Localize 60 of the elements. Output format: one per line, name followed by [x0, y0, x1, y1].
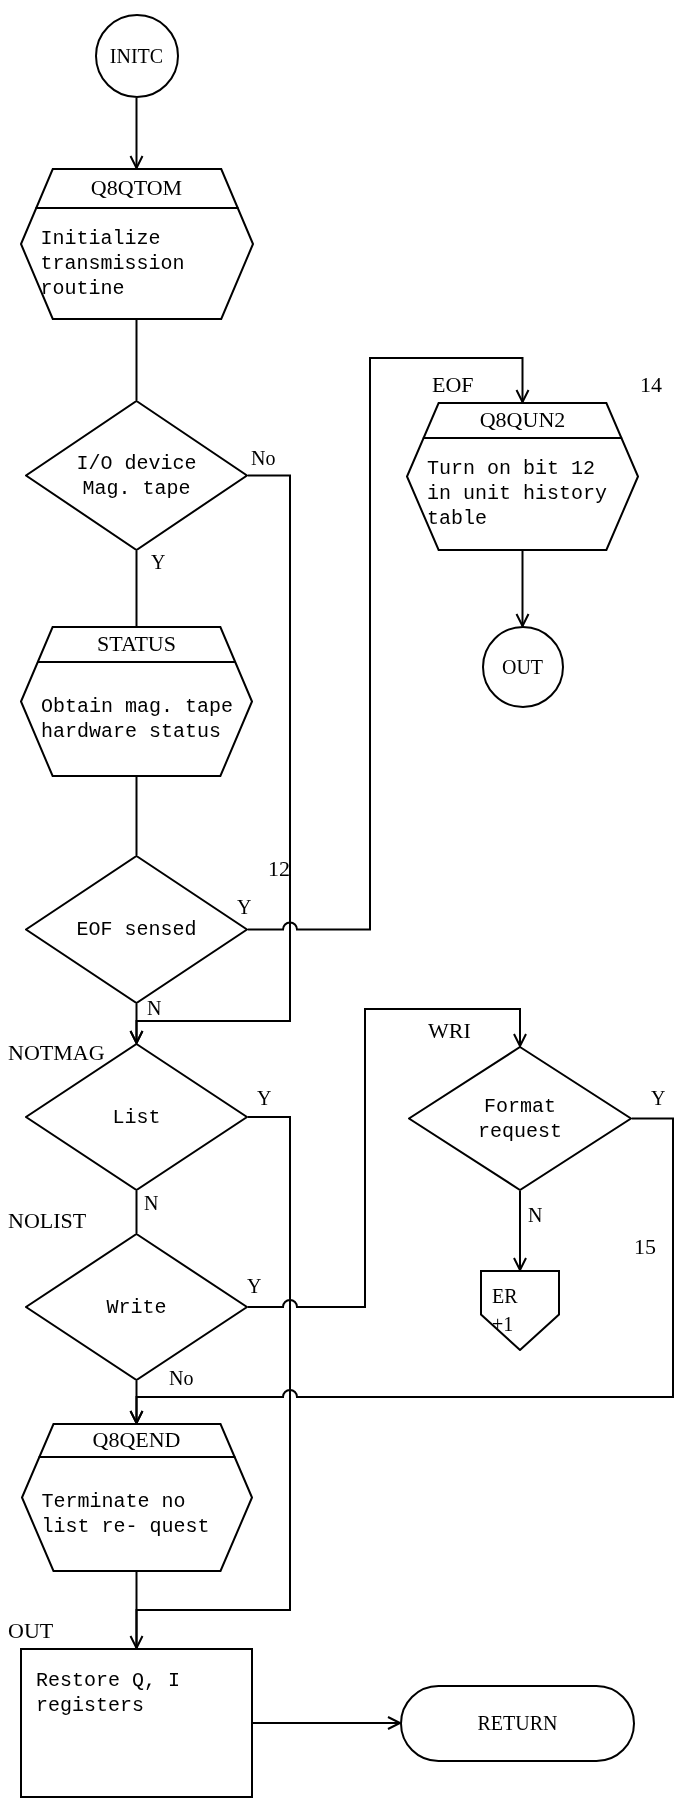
node-text: Obtain mag. tape hardware status [40, 693, 234, 744]
node-text: RETURN [477, 1713, 558, 1733]
flow-line [135, 550, 138, 627]
node-heading: Q8QEND [92, 1429, 181, 1451]
decision-diamond [408, 1046, 632, 1191]
flow-arrow [252, 1716, 401, 1730]
node-text: ER +1 [492, 1284, 519, 1337]
entry-label: NOTMAG [8, 1042, 105, 1064]
process-hexagon [20, 1423, 253, 1572]
node-text: Turn on bit 12 in unit history table [426, 456, 608, 531]
node-text: Format request [477, 1093, 563, 1144]
node-text: OUT [501, 657, 544, 677]
process-box [20, 1648, 253, 1798]
node-heading: STATUS [97, 633, 176, 655]
flow-arrow [513, 1190, 527, 1271]
flow-arrow [247, 357, 530, 931]
node-text: INITC [109, 46, 164, 66]
node-text: Write [106, 1294, 167, 1320]
flow-line [135, 776, 138, 856]
node-text: List [112, 1104, 161, 1130]
decision-diamond [25, 400, 248, 551]
node-text: Initialize transmission routine [40, 225, 186, 301]
process-hexagon [406, 402, 639, 551]
node-text: I/O device Mag. tape [75, 450, 198, 501]
flow-line [135, 1190, 138, 1234]
flow-line [135, 319, 138, 401]
process-hexagon [20, 626, 253, 777]
process-hexagon [19, 168, 254, 320]
flow-arrow [129, 1003, 144, 1044]
entry-label: EOF [432, 374, 474, 396]
edge-label: Y [246, 1276, 263, 1296]
node-heading: Q8QUN2 [479, 409, 566, 431]
edge-label: Y [256, 1088, 273, 1108]
connector-circle [94, 14, 179, 98]
flow-arrow [129, 1117, 674, 1424]
edge-label: Y [150, 552, 167, 572]
page-number-label: 12 [268, 858, 290, 880]
node-heading: Q8QTOM [90, 177, 183, 199]
edge-label: Y [236, 897, 253, 917]
entry-label: 14 [640, 374, 662, 396]
node-text: EOF sensed [76, 917, 197, 942]
flow-arrow [515, 550, 530, 627]
flow-line [135, 1571, 138, 1649]
page-number-label: 15 [634, 1236, 656, 1258]
flow-arrow [129, 97, 144, 169]
edge-label: N [146, 998, 163, 1018]
edge-label: No [250, 448, 277, 468]
node-text: Terminate no list re- quest [41, 1488, 211, 1539]
entry-label: OUT [8, 1620, 54, 1642]
offpage-connector [480, 1270, 560, 1351]
entry-label: NOLIST [8, 1210, 87, 1232]
edge-label: N [527, 1205, 544, 1225]
edge-label: N [143, 1193, 160, 1213]
node-text: Restore Q, I registers [36, 1668, 182, 1718]
entry-label: WRI [428, 1020, 471, 1042]
edge-label: No [168, 1368, 195, 1388]
flow-arrow [247, 1008, 527, 1308]
edge-label: Y [650, 1088, 667, 1108]
flow-arrow [129, 1116, 291, 1649]
connector-circle [481, 626, 564, 708]
